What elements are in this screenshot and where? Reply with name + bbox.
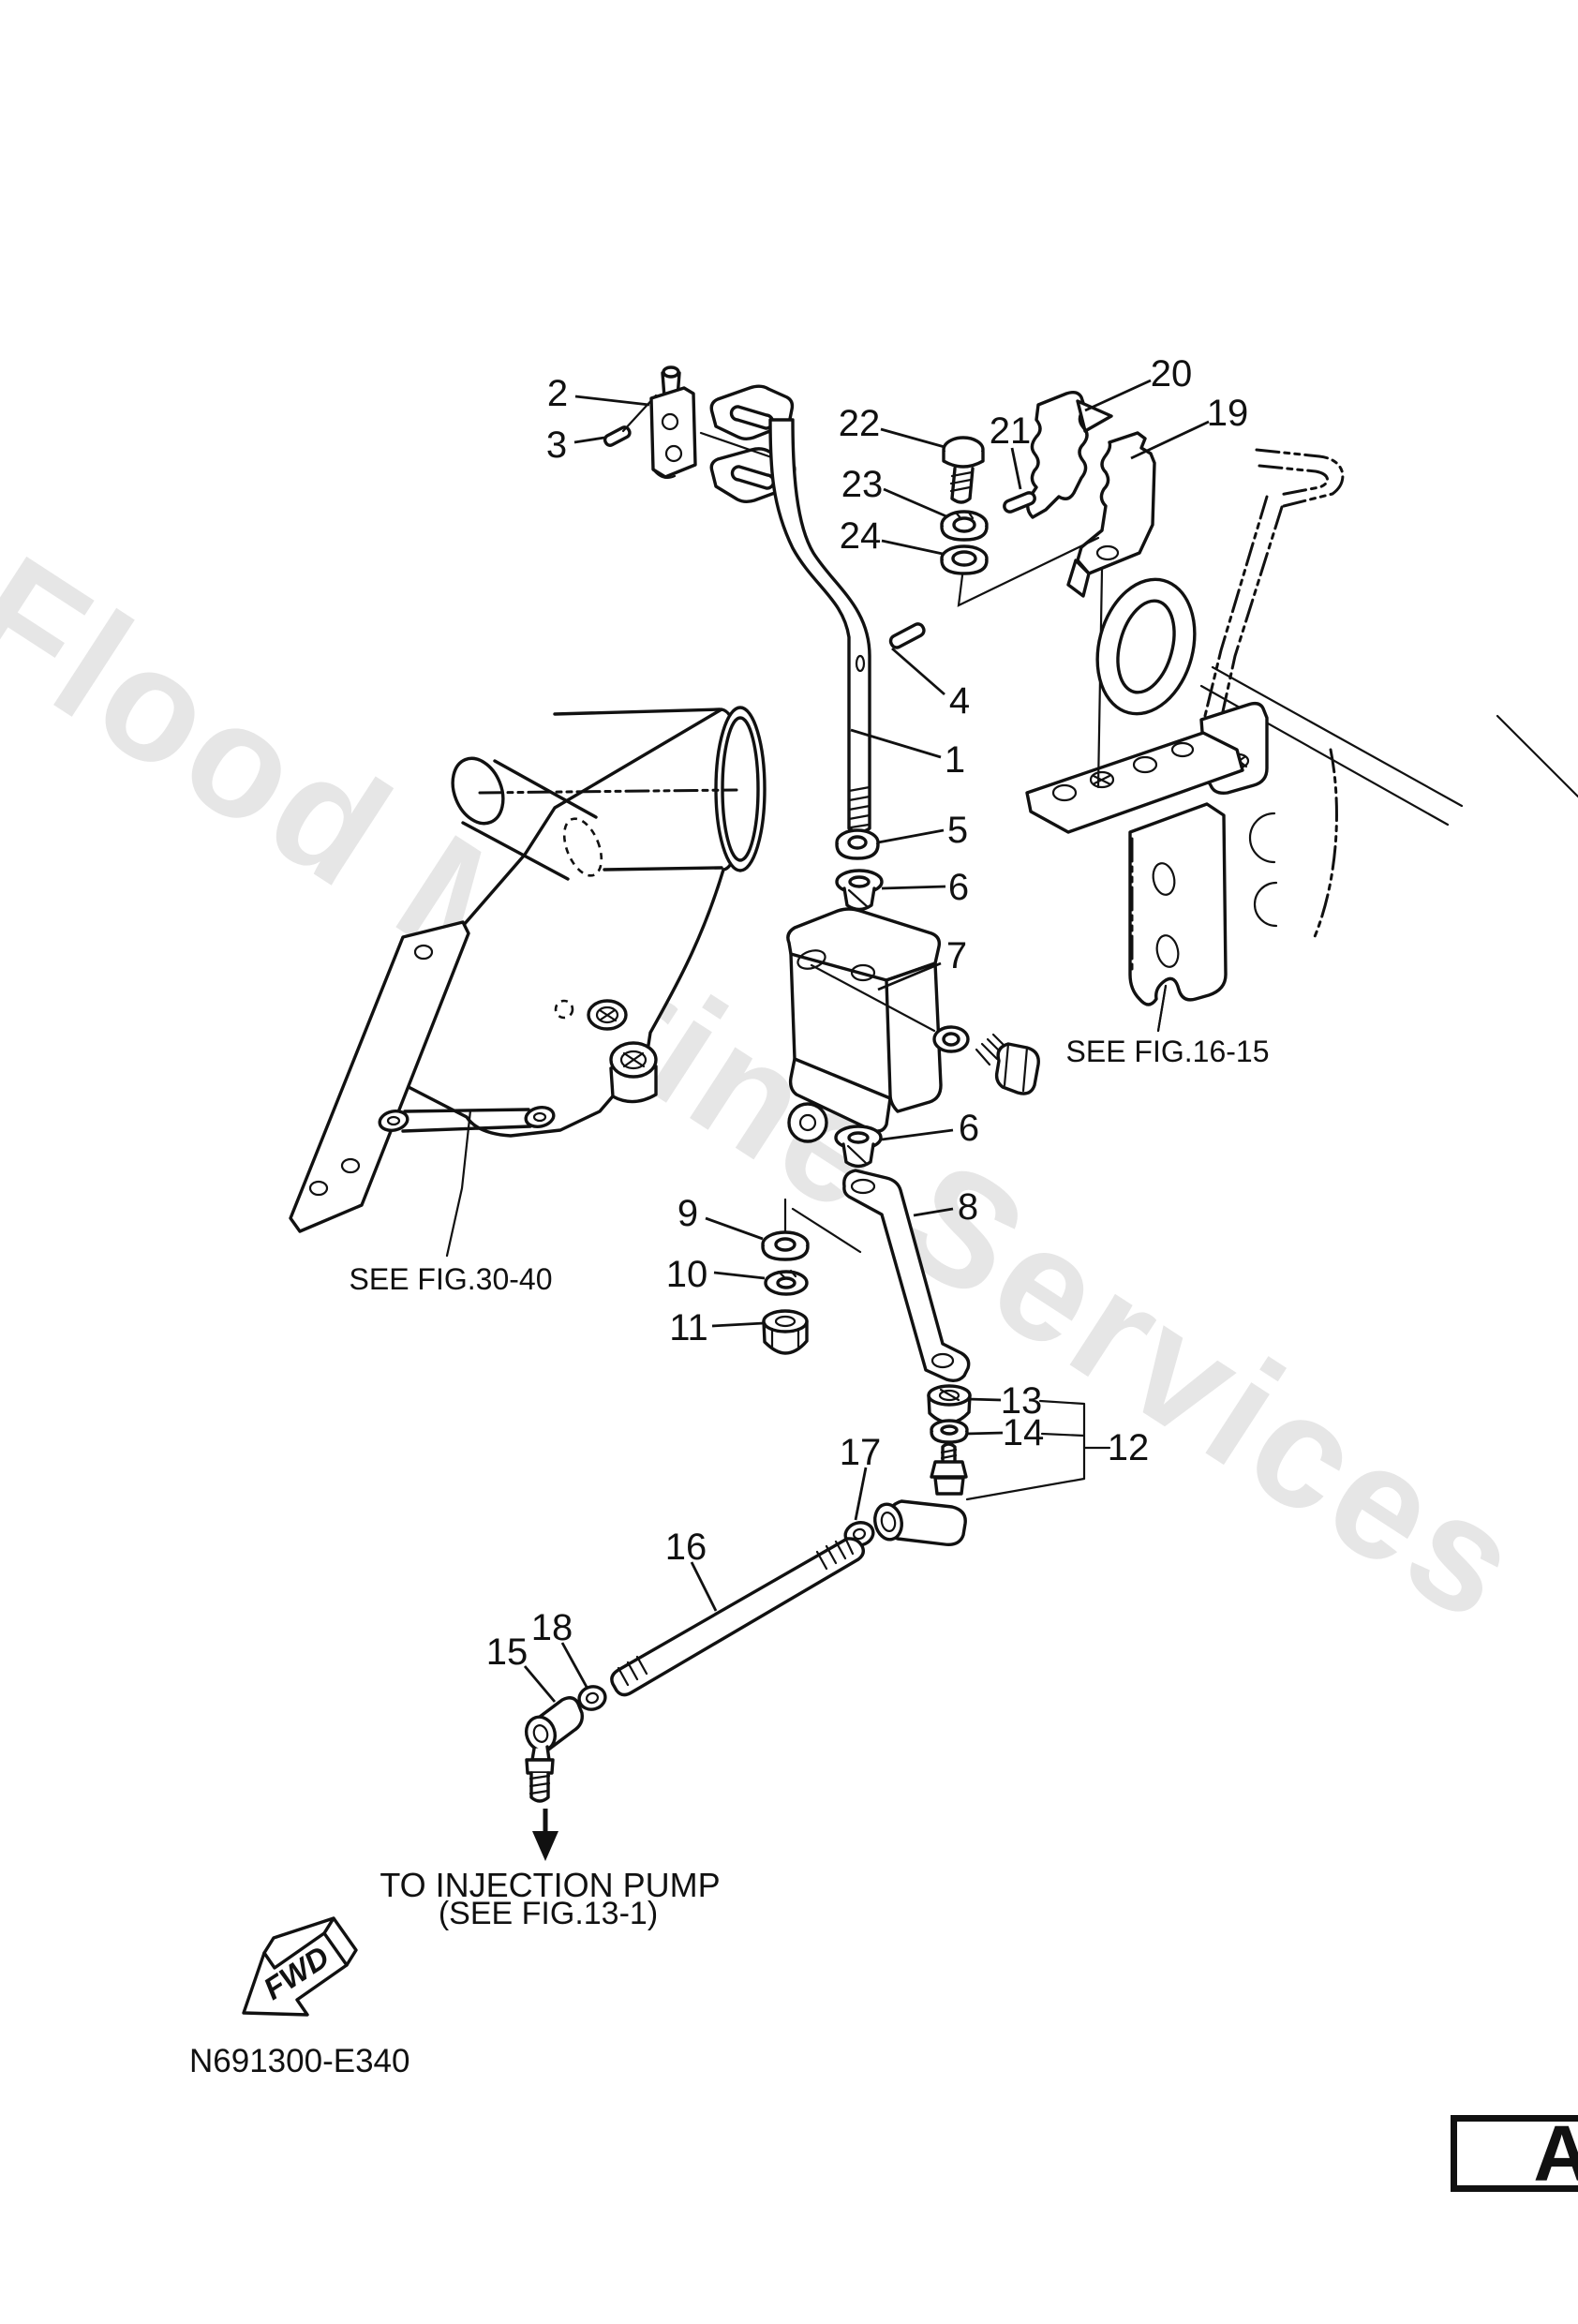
- casting-body-30-40: [289, 706, 767, 1258]
- callout-leader-24: [881, 539, 944, 556]
- part-14-washer: [930, 1419, 969, 1444]
- callout-13: 13: [1001, 1380, 1043, 1422]
- callout-leader-5: [877, 828, 945, 844]
- callout-15: 15: [486, 1631, 528, 1673]
- callout-leader-17: [854, 1467, 868, 1521]
- part-21-pin: [1003, 491, 1036, 514]
- to-injection-pump-arrow: [532, 1809, 558, 1861]
- callout-leader-10: [713, 1271, 766, 1280]
- part-6-grommet-upper: [835, 869, 884, 912]
- callout-leader-7: [877, 961, 942, 991]
- part-10-lock-washer: [764, 1269, 809, 1296]
- part-23-lock-washer: [940, 510, 989, 542]
- part-24-washer: [940, 544, 989, 575]
- callout-16: 16: [665, 1527, 707, 1568]
- callout-19: 19: [1207, 393, 1249, 434]
- page-letter: A: [1533, 2109, 1578, 2197]
- callout-20: 20: [1151, 353, 1193, 395]
- callout-11: 11: [669, 1307, 708, 1348]
- part-4-pin: [888, 622, 926, 649]
- callout-leader-22: [880, 427, 945, 449]
- note-to-injection-pump: TO INJECTION PUMP: [380, 1866, 720, 1904]
- part-18-nut: [577, 1685, 607, 1711]
- part-8-strap: [783, 1169, 971, 1383]
- note-leader-16-15: [1156, 984, 1168, 1033]
- part-7-washer: [932, 1025, 970, 1053]
- callout-10: 10: [666, 1254, 708, 1295]
- part-6-grommet-lower: [834, 1125, 883, 1169]
- callout-leader-15: [523, 1665, 557, 1703]
- part-12-ball-joint: [873, 1442, 968, 1546]
- callout-leader-11: [711, 1321, 765, 1328]
- callout-14: 14: [1003, 1412, 1045, 1453]
- callout-leader-8: [913, 1207, 954, 1217]
- callout-24: 24: [840, 515, 882, 557]
- callout-1: 1: [945, 739, 965, 781]
- part-9-washer: [761, 1230, 810, 1261]
- part-3-pin: [603, 425, 632, 447]
- callout-leader-3: [573, 436, 605, 444]
- part-2-clevis: [621, 365, 697, 479]
- note-see-fig-16-15: SEE FIG.16-15: [1066, 1035, 1270, 1068]
- part-13-nut: [927, 1384, 972, 1424]
- callout-leader-19: [1130, 420, 1210, 460]
- callout-17: 17: [840, 1432, 882, 1473]
- note-to-injection-pump-ref: (SEE FIG.13-1): [439, 1896, 658, 1931]
- callout-18: 18: [531, 1607, 573, 1648]
- part-5-washer: [835, 828, 880, 860]
- part-11-nut: [762, 1309, 809, 1355]
- callout-21: 21: [990, 410, 1032, 452]
- part-7-bracket: [786, 907, 943, 1143]
- reference-frame-16-15: [1025, 448, 1578, 1033]
- part-15-ball-joint: [524, 1695, 584, 1803]
- part-7-bolt: [975, 1033, 1040, 1095]
- callout-6: 6: [959, 1108, 979, 1149]
- part-20-clip: [1025, 390, 1113, 519]
- callout-3: 3: [546, 425, 567, 466]
- fwd-arrow: FWD: [242, 1916, 358, 2017]
- callout-2: 2: [547, 373, 568, 414]
- callout-leader-16: [690, 1561, 718, 1612]
- callout-leader-2: [574, 395, 650, 407]
- note-see-fig-30-40: SEE FIG.30-40: [350, 1262, 553, 1296]
- part-22-bolt: [942, 436, 985, 504]
- callout-22: 22: [839, 403, 881, 444]
- callout-7: 7: [946, 935, 967, 976]
- callout-leader-13: [967, 1397, 1002, 1402]
- part-16-link-rod: [610, 1536, 866, 1697]
- callout-leader-1: [850, 728, 942, 759]
- drawing-code: N691300-E340: [189, 2043, 410, 2079]
- callout-leader-6: [881, 885, 946, 890]
- callout-12-bracket: [965, 1399, 1111, 1501]
- callout-6: 6: [948, 867, 969, 908]
- callout-8: 8: [958, 1186, 978, 1228]
- callout-23: 23: [841, 464, 884, 505]
- callout-leader-9: [705, 1216, 764, 1241]
- callout-4: 4: [949, 680, 970, 722]
- callout-5: 5: [947, 810, 968, 851]
- callout-leader-6: [881, 1128, 954, 1141]
- page-letter-tab: A: [1451, 2109, 1578, 2197]
- callout-leader-23: [883, 487, 947, 518]
- callout-leader-20: [1084, 379, 1152, 412]
- assembly-path-line: [957, 536, 1100, 607]
- callout-leader-4: [891, 647, 945, 696]
- callout-9: 9: [677, 1193, 698, 1234]
- callout-leader-18: [560, 1642, 589, 1690]
- callout-12: 12: [1108, 1427, 1150, 1468]
- callout-leader-14: [965, 1431, 1004, 1436]
- callout-leader-21: [1010, 447, 1022, 490]
